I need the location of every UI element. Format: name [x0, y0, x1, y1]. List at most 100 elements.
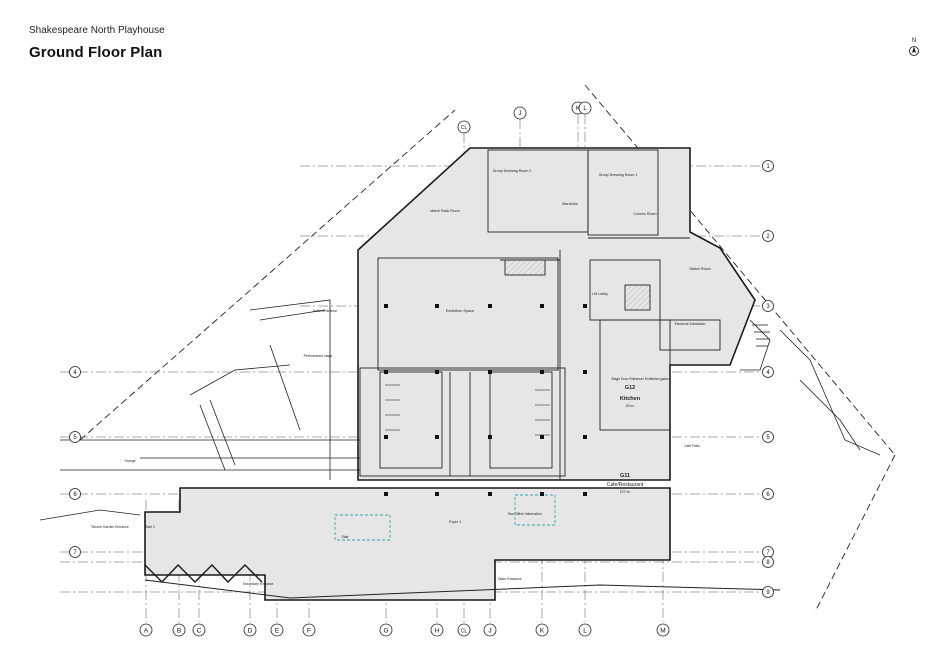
grid-top-label: J — [519, 111, 522, 117]
label-cafe-area: 107 m² — [620, 490, 631, 494]
grid-row-bubble — [762, 230, 774, 242]
grid-col-label: A — [144, 628, 149, 635]
grid-row-label-left: 7 — [73, 550, 77, 556]
label-match-rack: Match Rack Room — [430, 209, 460, 213]
site-south-edge — [144, 579, 781, 599]
label-kitchen: Kitchen — [620, 396, 641, 402]
grid-col-label: M — [660, 628, 665, 635]
grid-row-label: 9 — [766, 590, 770, 596]
label-orange: Orange — [124, 459, 135, 463]
grid-top-bubble — [578, 101, 592, 115]
column-dot — [384, 370, 388, 374]
grid-row-bubble — [762, 366, 774, 378]
grid-top-label: L — [583, 106, 587, 112]
column-dot — [384, 492, 388, 496]
label-group-dressing-1: Group Dressing Room 1 — [599, 173, 638, 177]
grid-row-bubble — [762, 431, 774, 443]
grid-row-label: 3 — [766, 304, 770, 310]
grid-col-bubble — [578, 623, 592, 637]
interior-walls — [334, 149, 721, 541]
label-performance-stage: Performance stage — [304, 354, 333, 358]
column-dot — [540, 370, 544, 374]
room-labels: Group Dressing Room 2 Group Dressing Roo… — [91, 169, 710, 586]
label-cafe-patio: Cafe Patio — [684, 444, 700, 448]
grid-col-bubble — [656, 623, 670, 637]
grid-row-label-left: 5 — [73, 435, 77, 441]
site-boundary — [79, 84, 896, 613]
label-secure-garden: Secure Garden Entrance — [91, 525, 129, 529]
label-kitchen-area: 29 m² — [626, 404, 636, 408]
grid-row-bubble — [762, 300, 774, 312]
grid-col-bubble — [270, 623, 284, 637]
column-dot — [540, 492, 544, 496]
column-dot — [540, 435, 544, 439]
grid-col-label: C — [197, 628, 202, 635]
label-box-office: Box Office Information — [508, 512, 542, 516]
grid-row-bubble-left — [69, 366, 81, 378]
page-title: Ground Floor Plan — [29, 44, 163, 61]
label-stage-door: Stage Door Entrance/ Exhibition gates — [611, 377, 669, 381]
label-foyer: Foyer 1 — [449, 520, 461, 524]
grid-col-bubble — [139, 623, 153, 637]
grid-row-bubble-left — [69, 431, 81, 443]
project-name: Shakespeare North Playhouse — [29, 25, 165, 36]
label-switch-room: Switch Room — [689, 267, 710, 271]
outdoor-stage-landscape — [39, 299, 360, 521]
grid-row-label: 6 — [766, 492, 770, 498]
column-dot — [384, 435, 388, 439]
label-exhibition-space: Exhibition Space — [446, 309, 474, 313]
structural-columns — [384, 304, 587, 496]
column-dot — [583, 370, 587, 374]
label-group-dressing-2: Group Dressing Room 2 — [493, 169, 532, 173]
grid-col-bubble — [535, 623, 549, 637]
grid-top-bubble — [513, 106, 527, 120]
grid-top-bubble — [457, 120, 471, 134]
grid-col-label: K — [540, 628, 545, 635]
grid-col-label: E — [275, 628, 280, 635]
column-dot — [488, 370, 492, 374]
grid-col-bubble — [192, 623, 206, 637]
label-main-entrance: Main Entrance — [498, 577, 521, 581]
column-dot — [435, 492, 439, 496]
north-label: N — [911, 38, 917, 44]
grid-row-bubble — [762, 586, 774, 598]
label-kitchen-code: G12 — [625, 385, 635, 391]
north-arrow: N — [904, 38, 924, 62]
grid-row-bubble-left — [69, 546, 81, 558]
grid-row-label: 5 — [766, 435, 770, 441]
label-comms-room: Comms Room — [634, 212, 657, 216]
building-footprint — [144, 147, 756, 601]
grid-col-bubble — [243, 623, 257, 637]
label-substation: Electrical Substation — [675, 322, 706, 326]
column-dot — [435, 435, 439, 439]
grid-top-label: CL — [461, 125, 468, 131]
grid-row-label: 4 — [766, 370, 770, 376]
grid-row-label: 8 — [766, 560, 770, 566]
column-dot — [384, 304, 388, 308]
grid-col-label: H — [435, 628, 440, 635]
column-dot — [435, 304, 439, 308]
grid-col-bubble — [172, 623, 186, 637]
label-secondary-entrance: Secondary Entrance — [243, 582, 274, 586]
grid-col-label: G — [383, 628, 388, 635]
grid-col-label: D — [248, 628, 253, 635]
grid-col-bubble — [379, 623, 393, 637]
grid-row-bubble — [762, 488, 774, 500]
grid-col-bubble — [302, 623, 316, 637]
column-dot — [540, 304, 544, 308]
column-dot — [488, 304, 492, 308]
column-dot — [583, 435, 587, 439]
label-cafe: Cafe/Restaurant — [607, 482, 644, 488]
column-dot — [435, 370, 439, 374]
grid-col-bubble — [457, 623, 471, 637]
grid-row-label: 2 — [766, 234, 770, 240]
grid-col-label: F — [307, 628, 311, 635]
grid-col-label: J — [488, 628, 491, 635]
grid-top-label: K — [576, 106, 580, 112]
grid-row-bubble — [762, 556, 774, 568]
grid-row-label-left: 6 — [73, 492, 77, 498]
column-dot — [488, 492, 492, 496]
grid-col-bubble — [430, 623, 444, 637]
